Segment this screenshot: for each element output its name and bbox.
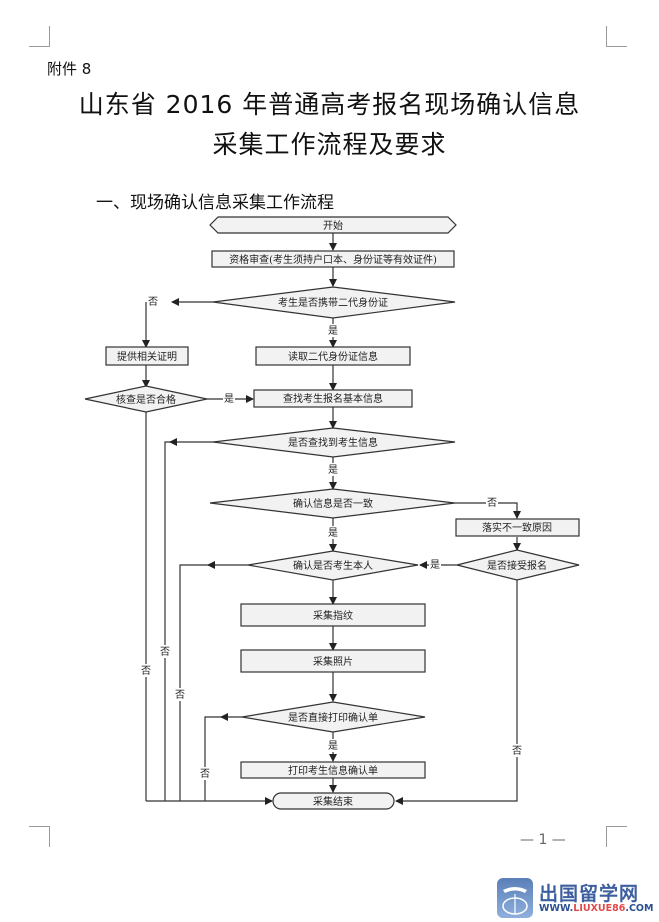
arrow-accept-no bbox=[395, 580, 518, 805]
start-text: 开始 bbox=[323, 219, 343, 232]
print-confirmation-node bbox=[240, 761, 426, 779]
watermark-logo: 出国留学网 WWW.LIUXUE86.COM bbox=[497, 878, 659, 920]
found-info-text: 是否查找到考生信息 bbox=[288, 436, 378, 449]
qualification-check-node bbox=[211, 250, 455, 268]
read-id-card-text: 读取二代身份证信息 bbox=[288, 350, 378, 363]
label-check-yes: 是 bbox=[224, 393, 234, 405]
url-highlight: LIUXUE86 bbox=[573, 903, 626, 914]
label-accept-no: 否 bbox=[512, 745, 522, 757]
read-id-card-node bbox=[255, 346, 411, 366]
has-id-card-text: 考生是否携带二代身份证 bbox=[278, 296, 388, 309]
watermark-url: WWW.LIUXUE86.COM bbox=[539, 903, 653, 914]
check-qualified-decision bbox=[84, 385, 208, 413]
found-info-decision bbox=[212, 427, 456, 458]
accept-registration-decision bbox=[456, 549, 580, 581]
start-node bbox=[209, 216, 457, 234]
url-suffix: .COM bbox=[625, 903, 654, 914]
collect-photo-text: 采集照片 bbox=[313, 655, 353, 668]
has-id-card-decision bbox=[212, 286, 456, 319]
label-print-no: 否 bbox=[200, 768, 210, 780]
end-text: 采集结束 bbox=[313, 795, 353, 808]
end-node bbox=[272, 792, 395, 810]
find-basic-info-text: 查找考生报名基本信息 bbox=[283, 392, 383, 405]
section-heading: 一、现场确认信息采集工作流程 bbox=[96, 193, 334, 213]
line-found-no bbox=[164, 441, 213, 801]
page-number: — 1 — bbox=[520, 832, 566, 848]
check-qualified-text: 核查是否合格 bbox=[116, 393, 176, 406]
collect-fingerprint-node bbox=[240, 603, 426, 627]
label-candidate-no: 否 bbox=[175, 689, 185, 701]
provide-proof-text: 提供相关证明 bbox=[117, 350, 177, 363]
crop-mark-top-left bbox=[29, 26, 50, 47]
info-consistent-decision bbox=[209, 488, 456, 519]
print-directly-text: 是否直接打印确认单 bbox=[288, 711, 378, 724]
watermark-name: 出国留学网 bbox=[539, 883, 640, 905]
crop-mark-top-right bbox=[606, 26, 627, 47]
accept-registration-text: 是否接受报名 bbox=[487, 559, 547, 572]
crop-mark-bottom-left bbox=[29, 826, 50, 847]
arrow-consistent-no bbox=[455, 502, 521, 519]
is-candidate-text: 确认是否考生本人 bbox=[293, 559, 373, 572]
find-basic-info-node bbox=[253, 389, 413, 408]
print-confirmation-text: 打印考生信息确认单 bbox=[288, 764, 378, 777]
line-print-no bbox=[204, 716, 242, 801]
verify-inconsistency-text: 落实不一致原因 bbox=[482, 521, 552, 534]
document-title-line1: 山东省 2016 年普通高考报名现场确认信息 bbox=[78, 90, 581, 119]
print-directly-decision bbox=[241, 701, 426, 733]
label-consistent-no: 否 bbox=[487, 497, 497, 509]
label-consistent-yes: 是 bbox=[328, 527, 338, 539]
document-title-line2: 采集工作流程及要求 bbox=[212, 130, 447, 159]
label-hasid-no: 否 bbox=[148, 296, 158, 308]
url-prefix: WWW. bbox=[539, 903, 574, 914]
line-candidate-no bbox=[179, 564, 248, 801]
collect-photo-node bbox=[240, 649, 426, 673]
is-candidate-decision bbox=[247, 550, 419, 581]
provide-proof-node bbox=[105, 346, 189, 366]
label-found-yes: 是 bbox=[328, 464, 338, 476]
label-hasid-yes: 是 bbox=[328, 325, 338, 337]
attachment-label: 附件 8 bbox=[47, 60, 92, 78]
crop-mark-bottom-right bbox=[606, 826, 627, 847]
label-found-no: 否 bbox=[160, 646, 170, 658]
label-print-yes: 是 bbox=[328, 740, 338, 752]
verify-inconsistency-node bbox=[455, 518, 580, 537]
qualification-check-text: 资格审查(考生须持户口本、身份证等有效证件) bbox=[229, 253, 437, 266]
info-consistent-text: 确认信息是否一致 bbox=[293, 497, 373, 510]
label-check-no: 否 bbox=[141, 665, 151, 677]
globe-cap-icon bbox=[497, 878, 533, 918]
collect-fingerprint-text: 采集指纹 bbox=[313, 609, 353, 622]
label-accept-yes: 是 bbox=[430, 559, 440, 571]
